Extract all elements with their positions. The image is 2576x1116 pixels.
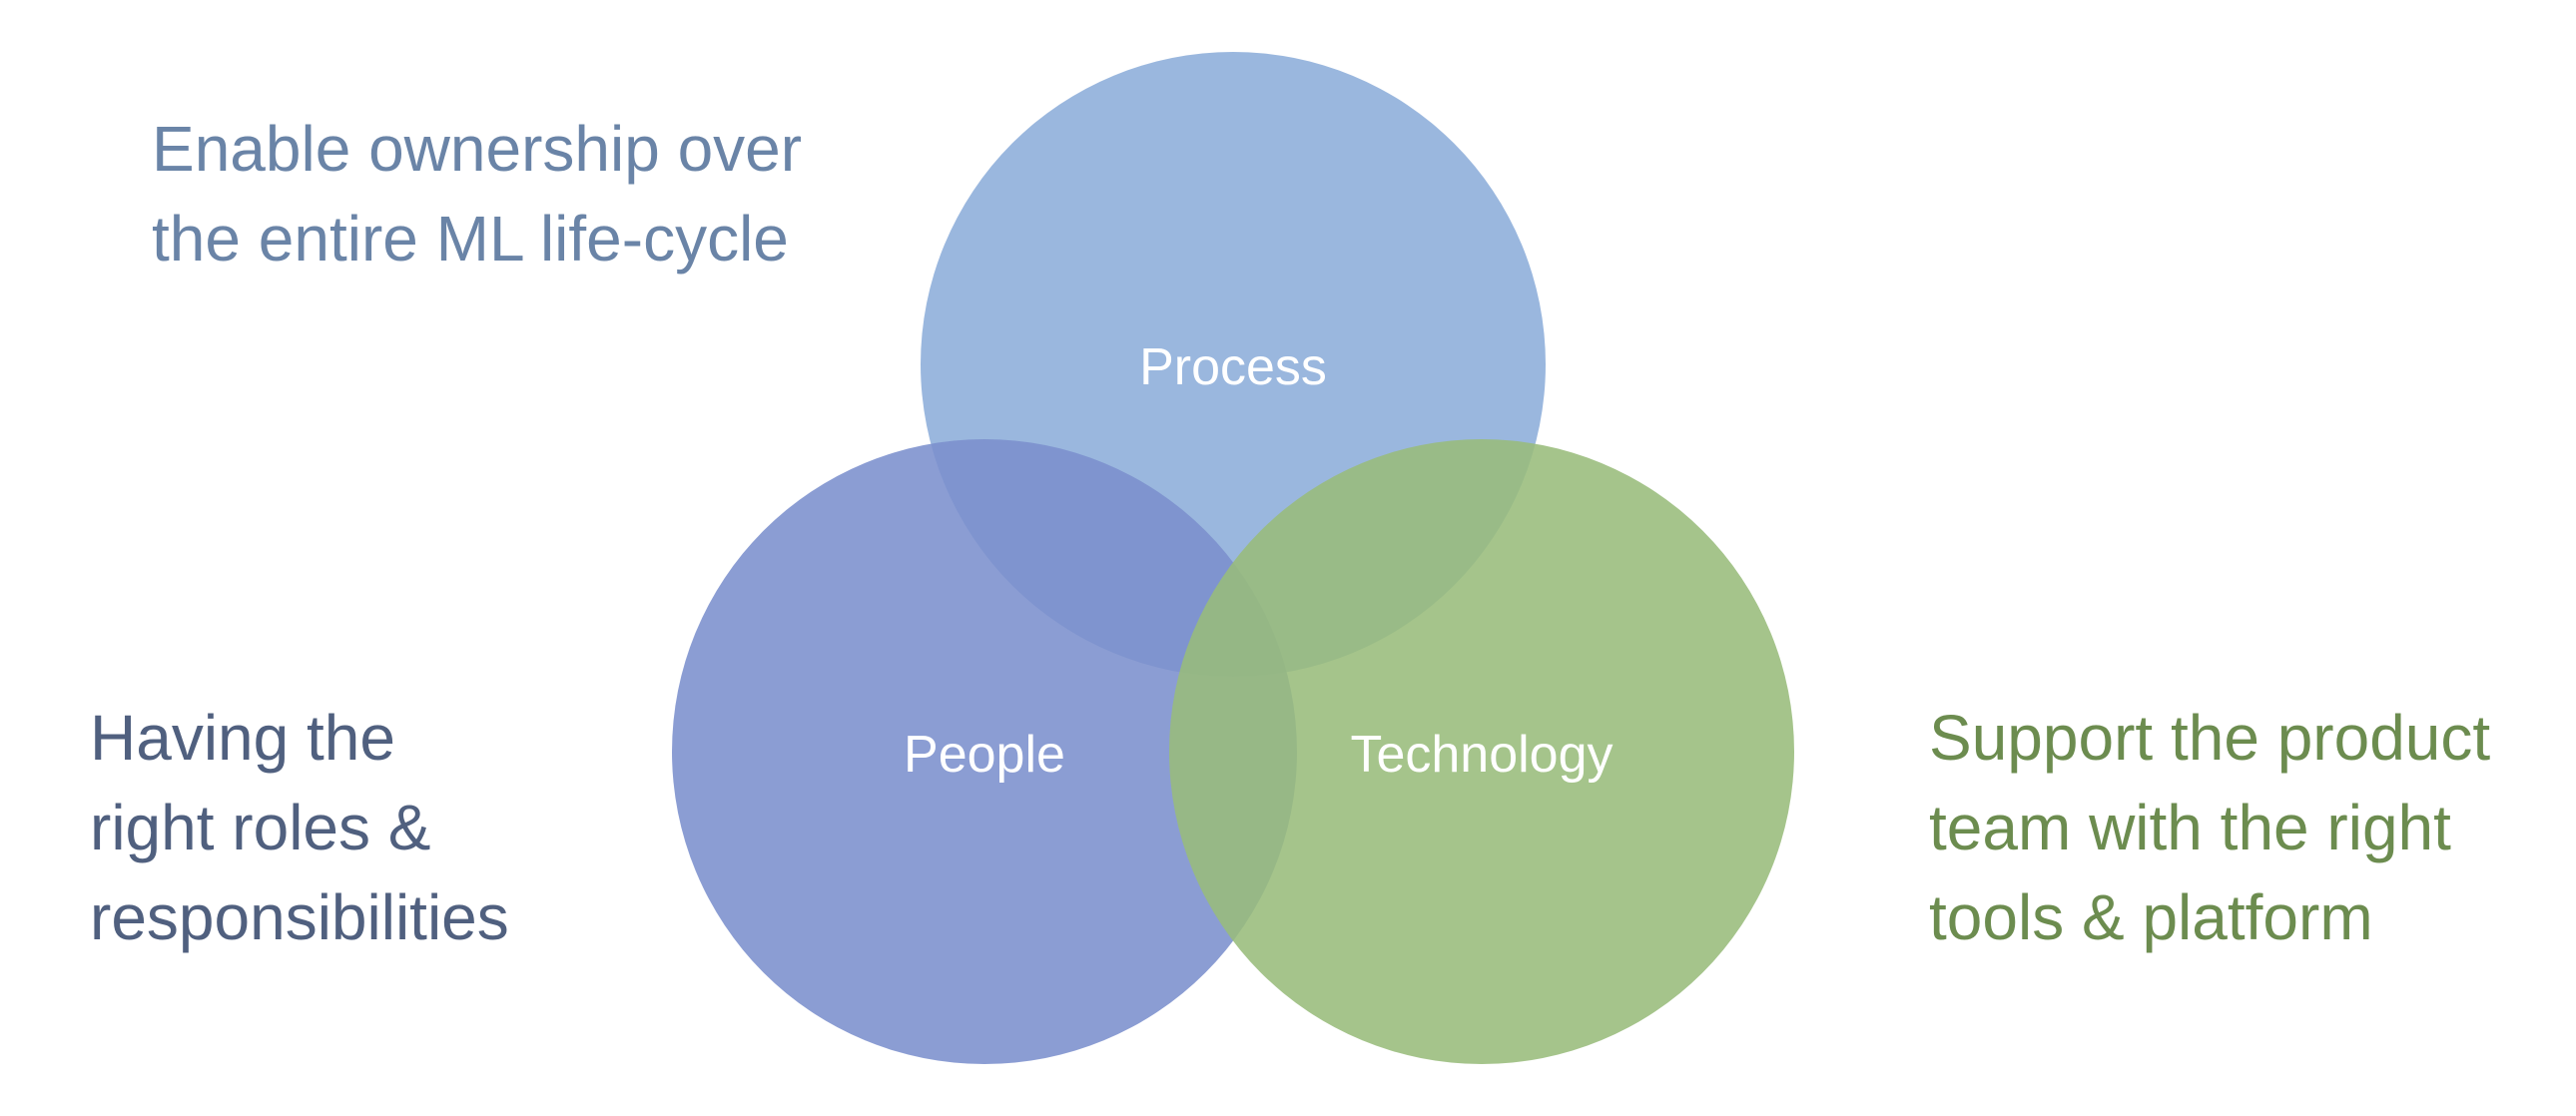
people-description-line: Having the	[90, 702, 395, 774]
people-circle	[672, 439, 1297, 1064]
technology-description-line: tools & platform	[1929, 881, 2373, 953]
process-label: Process	[1139, 338, 1327, 396]
people-description: Having the right roles & responsibilitie…	[90, 693, 509, 962]
process-description-line: Enable ownership over	[152, 113, 803, 185]
people-description-line: responsibilities	[90, 881, 509, 953]
technology-circle	[1169, 439, 1794, 1064]
people-description-line: right roles &	[90, 792, 431, 863]
people-label: People	[904, 726, 1065, 784]
technology-description: Support the product team with the right …	[1929, 693, 2490, 962]
technology-description-line: Support the product	[1929, 702, 2491, 774]
process-description-line: the entire ML life-cycle	[152, 203, 789, 275]
technology-label: Technology	[1350, 726, 1612, 784]
technology-description-line: team with the right	[1929, 792, 2451, 863]
process-description: Enable ownership over the entire ML life…	[152, 104, 802, 283]
